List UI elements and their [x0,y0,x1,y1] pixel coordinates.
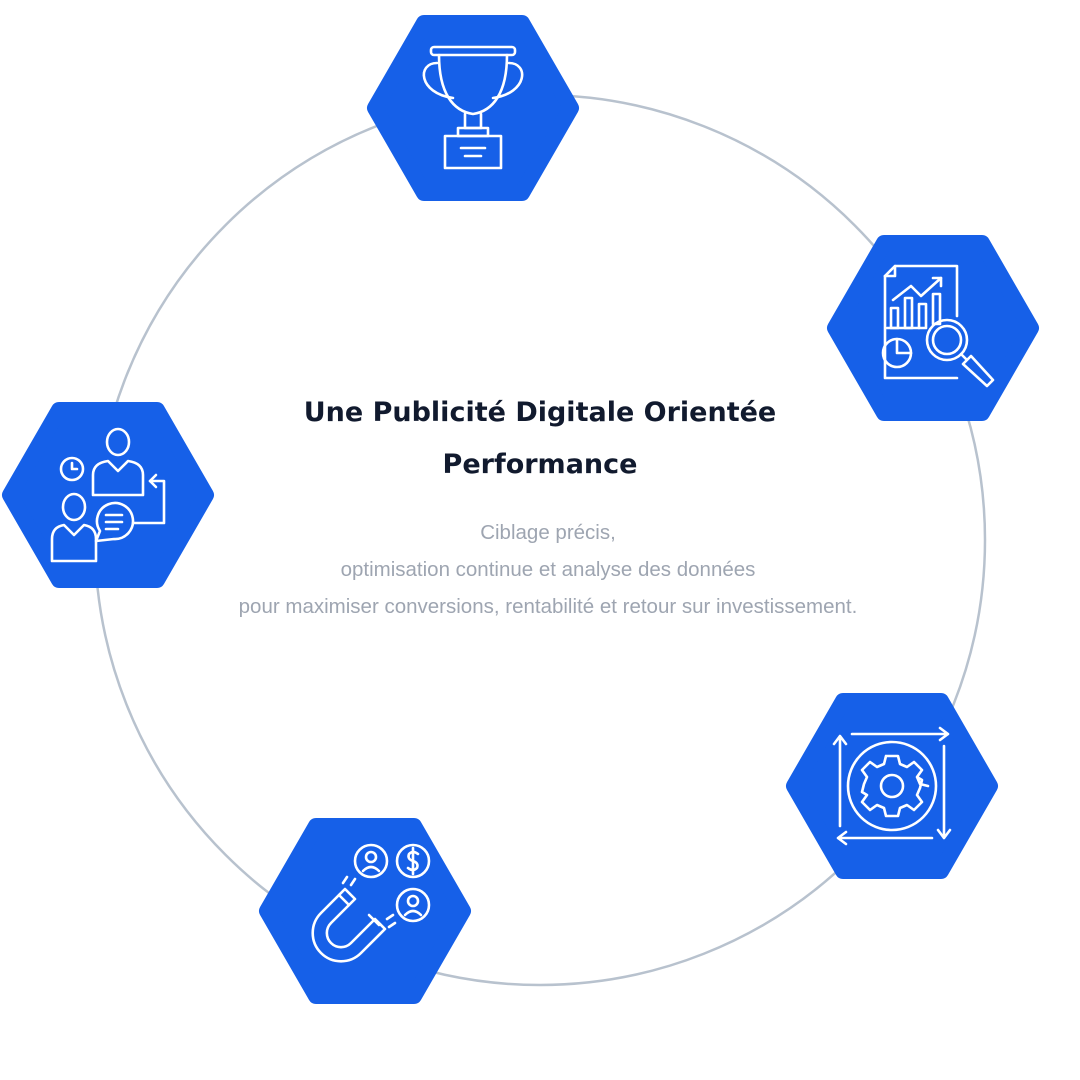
hexagon-team [10,410,206,580]
analytics-report-icon [881,264,995,388]
trophy-icon [422,45,524,170]
team-communication-icon [50,427,166,563]
title-line-1: Une Publicité Digitale Orientée [303,397,777,428]
gear-cycle-icon [832,726,952,846]
subtitle-line-2: optimisation continue et analyse des don… [340,558,756,581]
subtitle: Ciblage précis, optimisation continue et… [140,514,956,625]
customer-magnet-icon [311,843,431,963]
subtitle-line-1: Ciblage précis, [480,521,616,544]
hexagon-analytics [835,243,1031,413]
hexagon-gear [794,701,990,871]
subtitle-line-3: pour maximiser conversions, rentabilité … [238,595,858,618]
page-title: Une Publicité Digitale Orientée Performa… [240,387,840,491]
hexagon-trophy [375,23,571,193]
hexagon-magnet [267,826,463,996]
title-line-2: Performance [442,449,638,480]
